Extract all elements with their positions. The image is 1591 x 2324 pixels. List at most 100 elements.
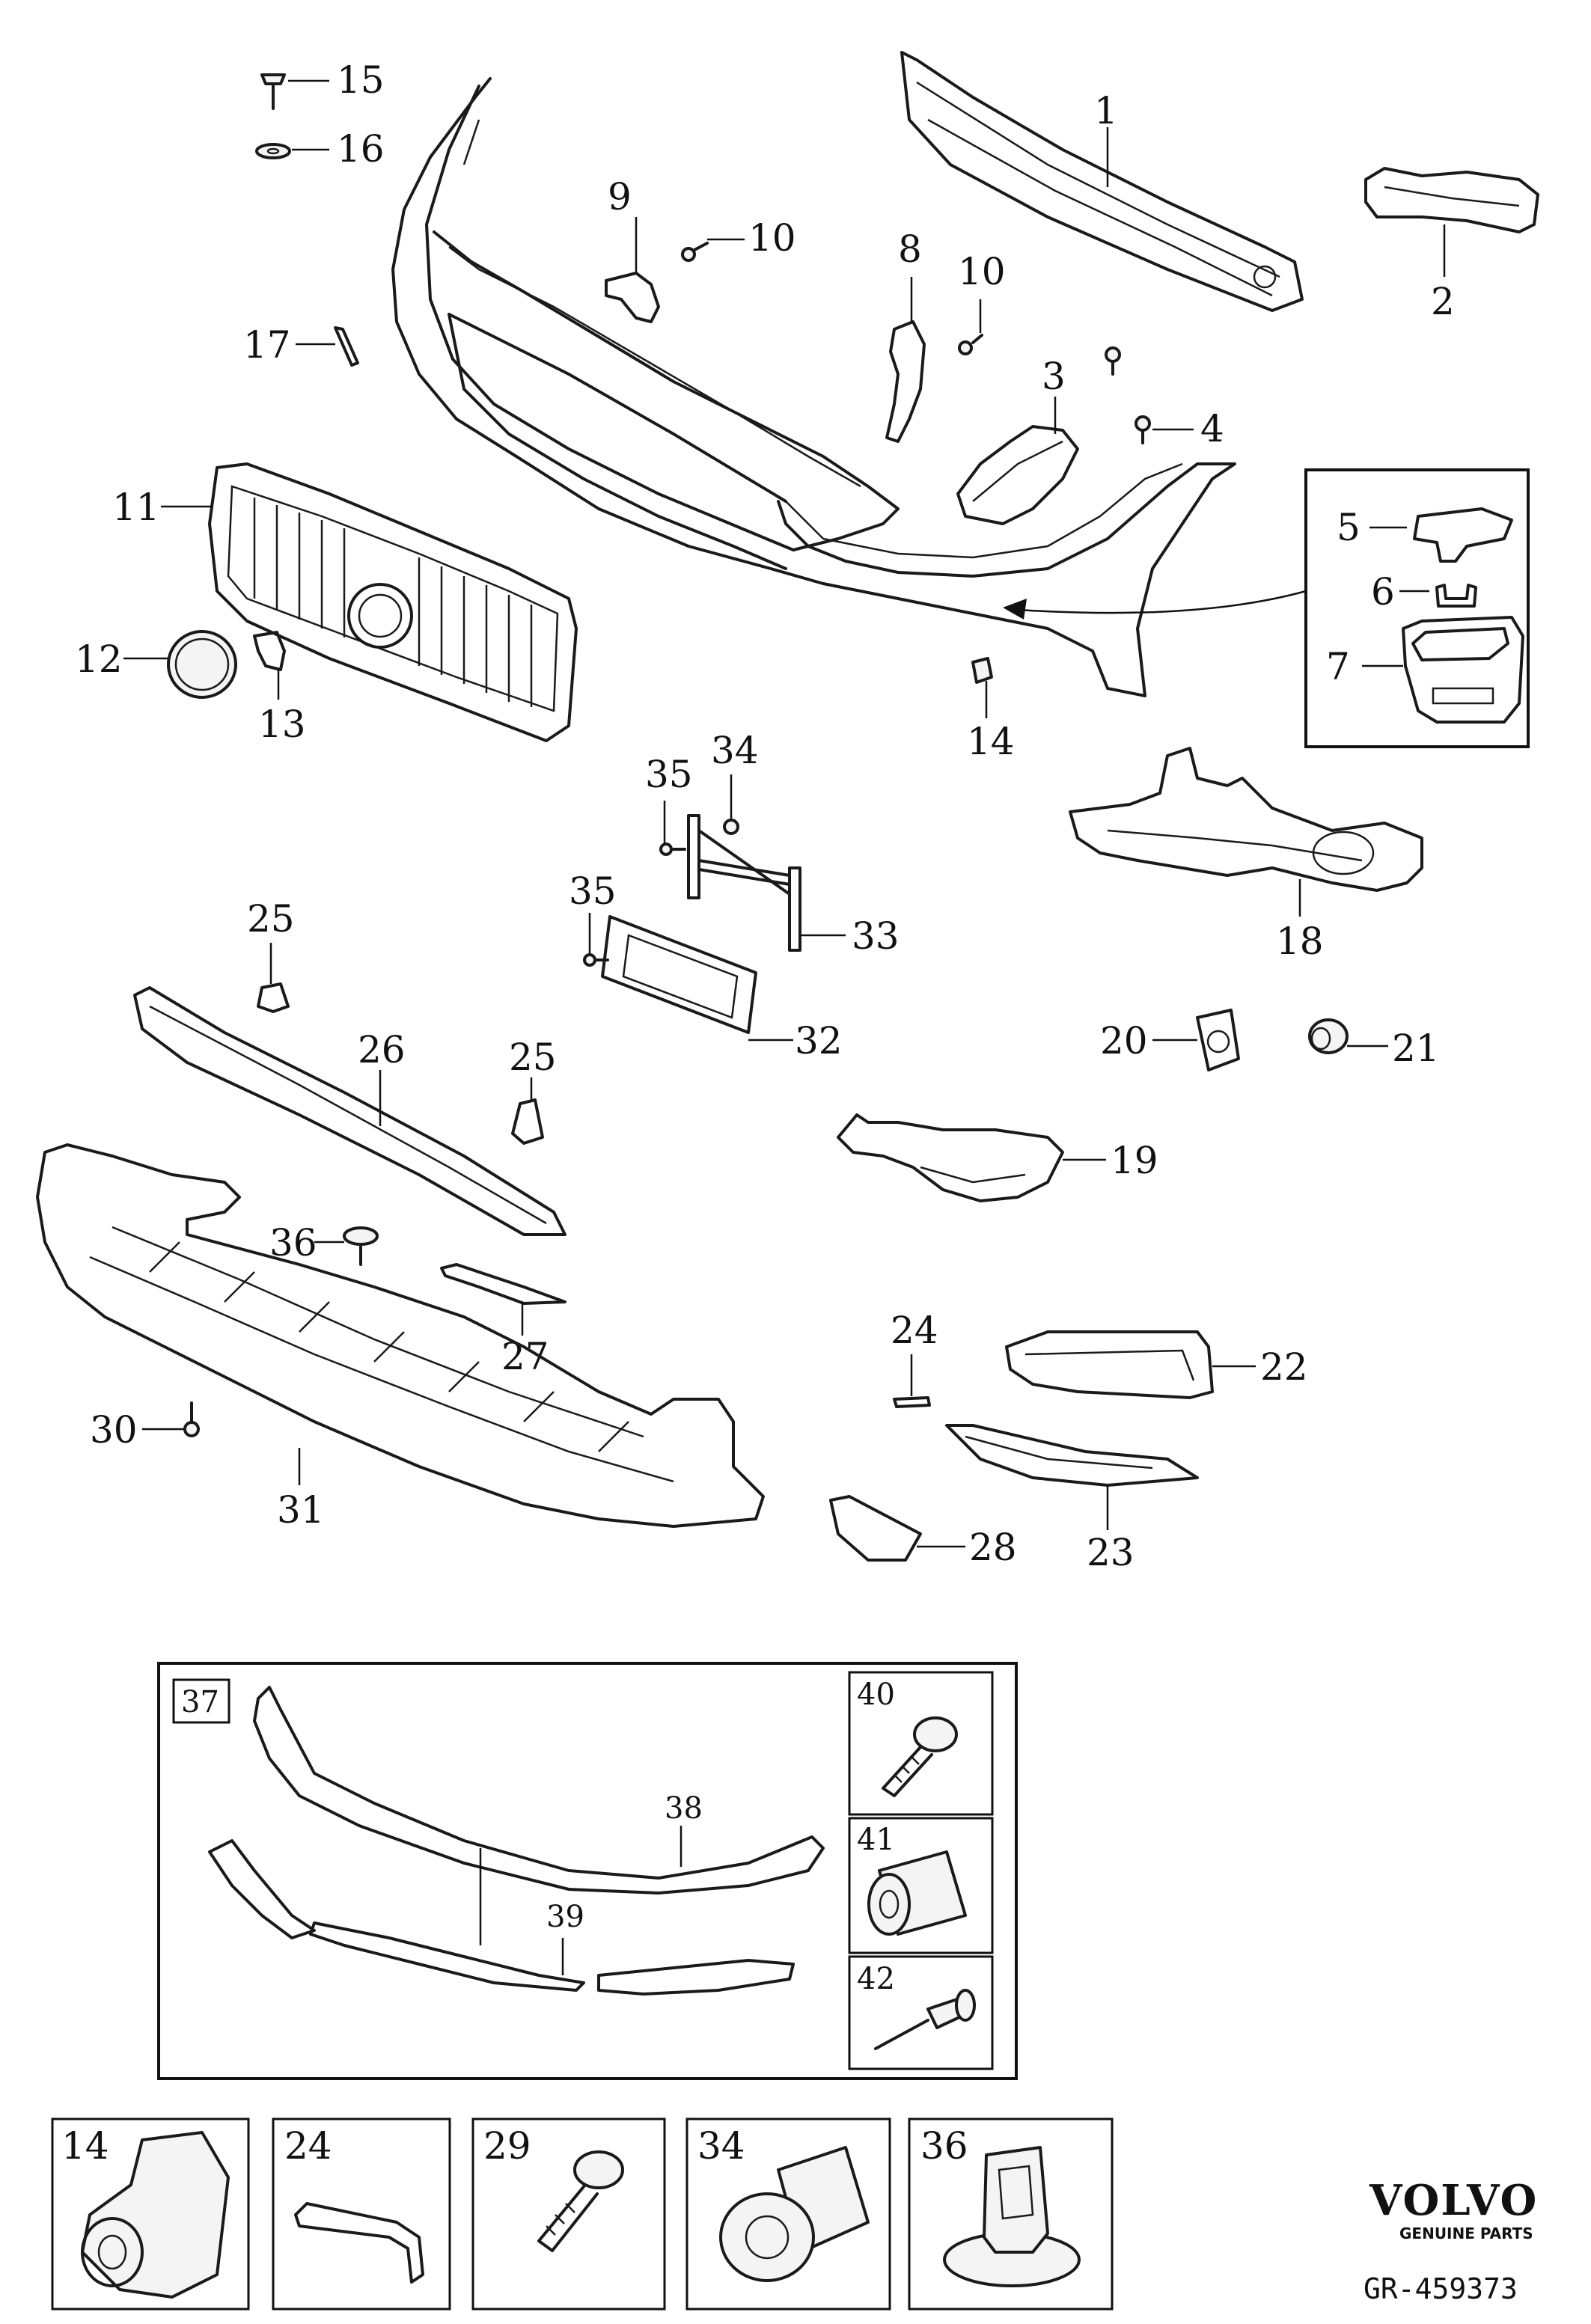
part-28-trim bbox=[829, 1495, 922, 1562]
box-41 bbox=[848, 1817, 994, 1954]
part-24-clip bbox=[893, 1396, 931, 1408]
callout-8: 8 bbox=[898, 227, 922, 271]
box-24 bbox=[272, 2117, 451, 2311]
callout-5: 5 bbox=[1337, 506, 1361, 549]
grille-slats bbox=[253, 498, 533, 707]
callout-13: 13 bbox=[258, 703, 306, 746]
nut-34-icon bbox=[719, 2146, 870, 2282]
part-19-bracket bbox=[837, 1113, 1064, 1202]
callout-32: 32 bbox=[795, 1019, 843, 1062]
part-17-strip bbox=[334, 326, 359, 367]
callout-10b: 10 bbox=[958, 250, 1006, 293]
part-12-emblem bbox=[167, 630, 237, 699]
callout-6: 6 bbox=[1371, 570, 1395, 614]
part-25-clip-a bbox=[257, 982, 290, 1013]
callout-11: 11 bbox=[112, 486, 160, 529]
box-42 bbox=[848, 1955, 994, 2070]
callout-33: 33 bbox=[852, 914, 900, 958]
brand-tagline: GENUINE PARTS bbox=[1399, 2224, 1533, 2242]
clip-36-icon bbox=[943, 2146, 1081, 2287]
part-8-bracket bbox=[885, 320, 926, 443]
callout-4: 4 bbox=[1200, 407, 1224, 450]
part-27-trim bbox=[440, 1263, 567, 1305]
pointer-arrow bbox=[1017, 590, 1307, 614]
part-25-clip-b bbox=[511, 1098, 544, 1145]
part-32-plate-holder bbox=[601, 915, 757, 1034]
box-36 bbox=[908, 2117, 1114, 2311]
callout-26: 26 bbox=[358, 1028, 406, 1071]
part-14-clip bbox=[971, 657, 993, 684]
callout-3: 3 bbox=[1042, 355, 1066, 398]
box-36-label: 36 bbox=[920, 2124, 968, 2168]
box-14-label: 14 bbox=[61, 2124, 109, 2168]
callout-31: 31 bbox=[277, 1488, 325, 1532]
reference-number: GR-459373 bbox=[1364, 2272, 1518, 2305]
clip-24-icon bbox=[294, 2202, 424, 2284]
callout-18: 18 bbox=[1276, 920, 1324, 963]
callout-9: 9 bbox=[608, 175, 632, 218]
part-3-bracket bbox=[956, 425, 1079, 525]
box-41-label: 41 bbox=[857, 1823, 895, 1857]
screw-40-icon bbox=[882, 1716, 958, 1797]
part-33-bracket bbox=[687, 814, 801, 952]
part-30-screw bbox=[183, 1401, 200, 1437]
part-20-sensor-holder bbox=[1196, 1009, 1240, 1071]
callout-16: 16 bbox=[337, 127, 385, 171]
callout-15: 15 bbox=[337, 58, 385, 102]
callout-23: 23 bbox=[1087, 1531, 1135, 1574]
arrow-head bbox=[1003, 599, 1027, 620]
callout-39: 39 bbox=[546, 1900, 584, 1934]
clip-14-icon bbox=[81, 2131, 230, 2299]
bumper-cover bbox=[391, 77, 1236, 697]
box-40-label: 40 bbox=[857, 1678, 895, 1712]
box-42-label: 42 bbox=[857, 1962, 895, 1996]
callout-14: 14 bbox=[967, 720, 1015, 763]
part-35-screw-a bbox=[659, 843, 686, 856]
box-34-label: 34 bbox=[697, 2124, 745, 2168]
part-39-lower-strip bbox=[208, 1839, 795, 1996]
callout-7: 7 bbox=[1326, 645, 1350, 688]
callout-19: 19 bbox=[1111, 1139, 1158, 1182]
part-2-bracket bbox=[1364, 167, 1539, 233]
part-4-screws bbox=[1105, 346, 1151, 444]
callout-24: 24 bbox=[891, 1309, 938, 1352]
rivet-42-icon bbox=[874, 1989, 976, 2050]
part-11-grille bbox=[208, 462, 578, 742]
kit-box-37 bbox=[157, 1662, 1018, 2080]
inset-box-5-6-7 bbox=[1304, 468, 1530, 748]
box-40 bbox=[848, 1671, 994, 1816]
part-16-washer bbox=[255, 143, 291, 159]
callout-38: 38 bbox=[665, 1791, 703, 1826]
callout-1: 1 bbox=[1094, 89, 1118, 132]
part-6-clip bbox=[1435, 584, 1477, 608]
part-36-clip bbox=[343, 1226, 379, 1266]
part-31-splash-shield bbox=[36, 1143, 765, 1528]
callout-34: 34 bbox=[711, 729, 759, 772]
callout-35b: 35 bbox=[569, 869, 617, 913]
part-15-screw bbox=[260, 73, 286, 110]
callout-17: 17 bbox=[243, 323, 291, 367]
screw-29-icon bbox=[537, 2150, 624, 2252]
callout-35a: 35 bbox=[645, 753, 693, 796]
callout-10a: 10 bbox=[748, 216, 796, 260]
box-34 bbox=[685, 2117, 891, 2311]
callout-25a: 25 bbox=[247, 897, 295, 941]
callout-28: 28 bbox=[969, 1526, 1017, 1569]
brand-logo: VOLVO bbox=[1369, 2176, 1538, 2225]
kit-label: 37 bbox=[181, 1685, 219, 1719]
box-29 bbox=[471, 2117, 666, 2311]
part-22-trim bbox=[1005, 1330, 1214, 1399]
part-10-screw-left bbox=[681, 242, 709, 262]
callout-2: 2 bbox=[1431, 280, 1455, 323]
box-24-label: 24 bbox=[284, 2124, 332, 2168]
kit-label-box bbox=[172, 1678, 230, 1724]
part-1-reinforcement-bar bbox=[900, 51, 1304, 312]
part-38-spoiler bbox=[253, 1686, 825, 1895]
callout-12: 12 bbox=[75, 637, 123, 681]
part-34-nut bbox=[723, 819, 739, 835]
part-26-strip bbox=[133, 986, 567, 1236]
box-14 bbox=[51, 2117, 250, 2311]
part-18-bracket bbox=[1069, 747, 1423, 892]
part-7-trim-frame bbox=[1402, 616, 1524, 724]
